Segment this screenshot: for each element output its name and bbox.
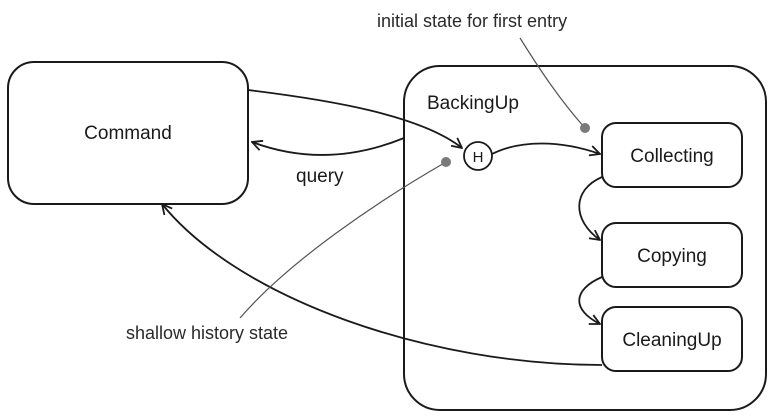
note-shallow-history: shallow history state xyxy=(126,157,451,343)
state-backing-up-label: BackingUp xyxy=(427,93,519,114)
note-initial-state-leader xyxy=(519,37,586,129)
initial-state-dot xyxy=(580,123,590,133)
note-shallow-history-leader xyxy=(239,161,447,319)
transition-copying-to-cleaning-up xyxy=(578,276,603,324)
state-collecting-label: Collecting xyxy=(630,146,713,167)
transition-query-label: query xyxy=(296,166,344,187)
state-cleaning-up: CleaningUp xyxy=(601,306,743,372)
history-marker-label: H xyxy=(473,149,484,166)
state-copying-label: Copying xyxy=(637,246,707,267)
history-pseudostate: H xyxy=(463,141,493,171)
transition-query xyxy=(252,137,405,156)
transition-collecting-to-copying xyxy=(578,176,603,240)
state-copying: Copying xyxy=(601,222,743,288)
transition-command-to-history xyxy=(247,89,462,148)
state-command: Command xyxy=(7,61,249,205)
shallow-history-dot xyxy=(441,157,451,167)
state-collecting: Collecting xyxy=(601,122,743,188)
state-cleaning-up-label: CleaningUp xyxy=(622,330,721,351)
note-shallow-history-label: shallow history state xyxy=(126,323,288,343)
note-initial-state-label: initial state for first entry xyxy=(377,11,567,31)
note-initial-state: initial state for first entry xyxy=(377,11,590,133)
transition-cleaning-up-to-command xyxy=(162,204,603,366)
state-command-label: Command xyxy=(84,123,172,144)
transition-history-to-collecting xyxy=(491,142,600,155)
